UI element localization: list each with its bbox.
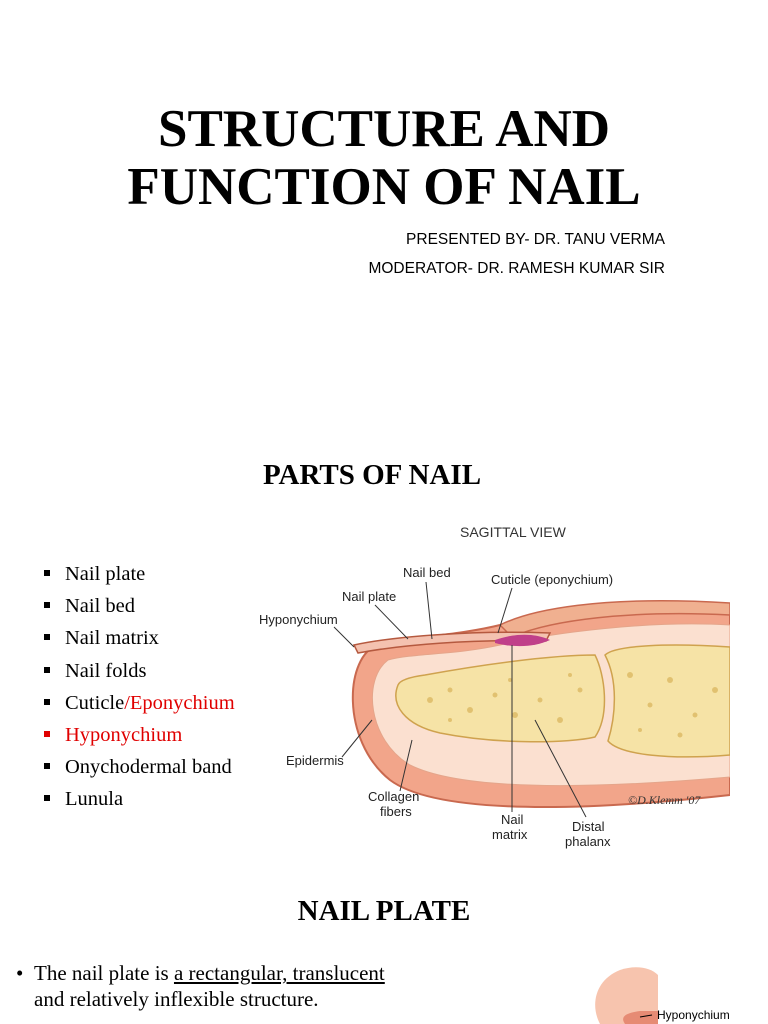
list-item: Cuticle/Eponychium [44, 687, 235, 719]
presenter-text: PRESENTED BY- DR. TANU VERMA [406, 231, 665, 248]
cuticle-label: Cuticle (eponychium) [491, 572, 613, 587]
bullet-icon [44, 698, 50, 705]
list-item: Nail folds [44, 655, 235, 687]
bullet-icon [44, 795, 50, 802]
nail-plate-figure: Hyponychium [595, 967, 730, 1024]
credit-label: ©D.Klemm '07 [628, 793, 701, 807]
nail-plate-paragraph: • The nail plate is a rectangular, trans… [14, 960, 385, 1012]
title-slide: STRUCTURE AND FUNCTION OF NAIL PRESENTED… [0, 0, 768, 440]
list-item-text: Nail folds [65, 659, 147, 682]
nail-sagittal-diagram: SAGITTAL VIEW Nail bed Cuticle (eponychi… [259, 524, 730, 849]
collagen-label-line1: Collagen [368, 789, 419, 804]
hyponychium-label: Hyponychium [657, 1008, 730, 1022]
list-item: Nail matrix [44, 622, 235, 654]
list-item: Hyponychium [44, 719, 235, 751]
nail-bed-label: Nail bed [403, 565, 451, 580]
list-item-text-emphasis: /Eponychium [124, 691, 235, 714]
epidermis-label: Epidermis [286, 753, 344, 768]
nail-matrix-shape [495, 634, 550, 647]
list-item: Nail plate [44, 558, 235, 590]
nail-plate-shape [352, 631, 552, 654]
distal-label-line1: Distal [572, 819, 605, 834]
list-item: Lunula [44, 783, 235, 815]
slide-title-line1: STRUCTURE AND [157, 100, 611, 158]
slide-title-line2: FUNCTION OF NAIL [127, 158, 641, 216]
list-item: Nail bed [44, 590, 235, 622]
slide-heading: PARTS OF NAIL [262, 459, 482, 491]
distal-label-line2: phalanx [565, 834, 611, 849]
finger-tip-shape [595, 967, 658, 1024]
bullet-icon [44, 634, 50, 641]
list-item-text: Lunula [65, 788, 124, 811]
matrix-label-line2: matrix [492, 827, 528, 842]
bullet-icon [44, 730, 50, 737]
slide-title: STRUCTURE AND FUNCTION OF NAIL [0, 100, 768, 216]
nail-tip-shape [623, 1011, 658, 1024]
hyponychium-label: Hyponychium [259, 612, 338, 627]
leader-lines [333, 581, 587, 818]
middle-phalanx-bone [604, 644, 730, 758]
list-item-text: Nail plate [65, 563, 146, 585]
slide-heading: NAIL PLATE [297, 895, 471, 927]
bullet-icon [44, 666, 50, 673]
bullet-icon [44, 602, 50, 609]
list-item-text: Nail matrix [65, 627, 159, 650]
bullet-icon [44, 570, 50, 576]
leader-line [639, 1014, 653, 1018]
collagen-label-line2: fibers [380, 804, 412, 819]
nail-plate-slide: NAIL PLATE • The nail plate is a rectang… [0, 860, 768, 1024]
moderator-text: MODERATOR- DR. RAMESH KUMAR SIR [368, 260, 665, 277]
nail-plate-label: Nail plate [342, 589, 396, 604]
sagittal-view-label: SAGITTAL VIEW [460, 524, 567, 540]
bullet-icon [44, 763, 50, 770]
paragraph-underlined-text: a rectangular, translucent [173, 961, 385, 985]
parts-of-nail-slide: PARTS OF NAIL Nail plate Nail bed Nail m… [0, 440, 768, 860]
list-item-text: Cuticle [65, 691, 125, 714]
bone-texture [427, 672, 718, 738]
list-item-text-emphasis: Hyponychium [65, 723, 183, 746]
matrix-label-line1: Nail [501, 812, 524, 827]
paragraph-text: The nail plate is [34, 961, 174, 985]
proximal-nail-fold [498, 600, 730, 638]
parts-list: Nail plate Nail bed Nail matrix Nail fol… [44, 558, 235, 816]
bullet-icon: • [16, 961, 24, 985]
list-item-text: Nail bed [65, 595, 136, 618]
list-item: Onychodermal band [44, 751, 235, 783]
list-item-text: Onychodermal band [65, 756, 232, 779]
paragraph-line2: and relatively inflexible structure. [34, 987, 319, 1011]
